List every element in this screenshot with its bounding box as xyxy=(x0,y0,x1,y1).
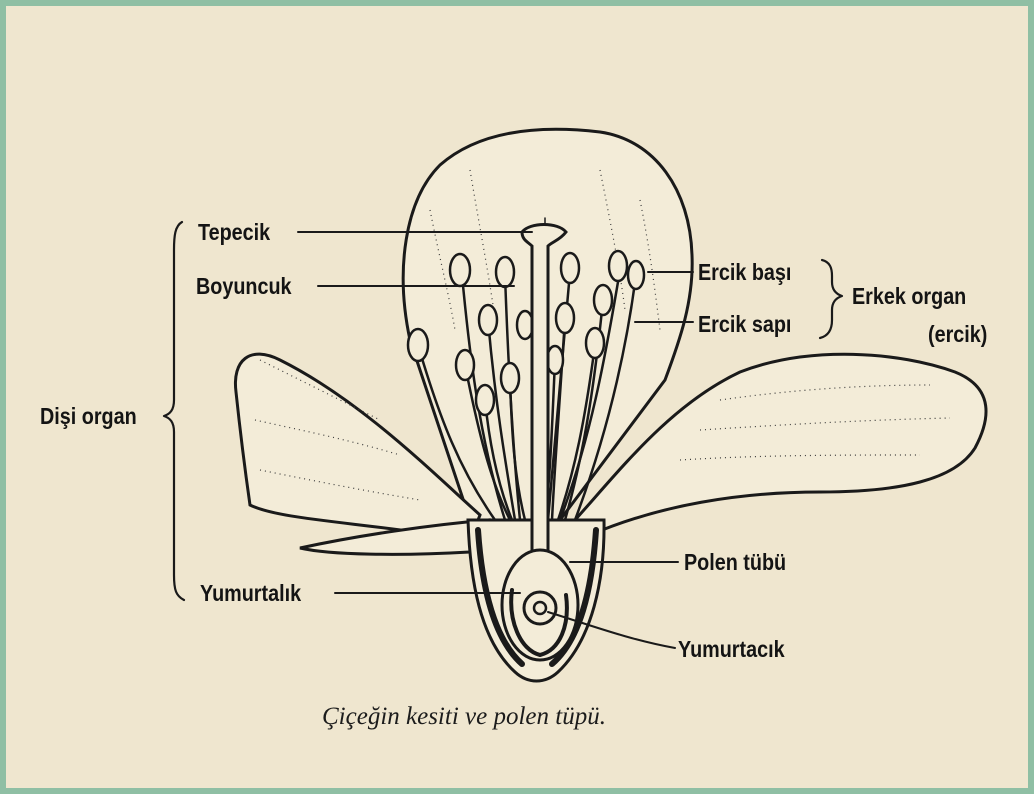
ercik-sapi-label: Ercik sapı xyxy=(698,312,791,338)
disi-organ-label: Dişi organ xyxy=(40,404,137,430)
disi-organ-brace xyxy=(164,222,184,600)
boyuncuk-label: Boyuncuk xyxy=(196,274,292,300)
erkek-organ-label: Erkek organ xyxy=(852,284,966,310)
erkek-organ-brace xyxy=(820,260,842,338)
tepecik-label: Tepecik xyxy=(198,220,270,246)
polen-tubu-label: Polen tübü xyxy=(684,550,786,576)
ercik-basi-label: Ercik başı xyxy=(698,260,791,286)
yumurtacik-label: Yumurtacık xyxy=(678,637,785,663)
figure-caption: Çiçeğin kesiti ve polen tüpü. xyxy=(322,703,606,730)
yumurtalik-label: Yumurtalık xyxy=(200,581,301,607)
erkek-organ-sub-label: (ercik) xyxy=(928,322,987,348)
